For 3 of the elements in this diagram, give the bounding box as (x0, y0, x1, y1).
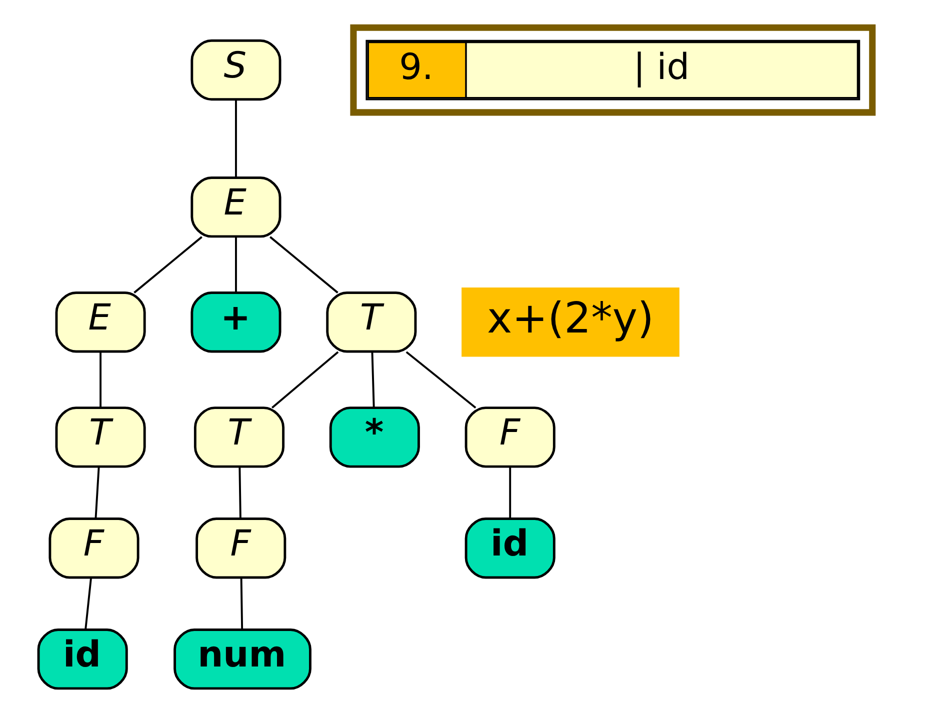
label: x+(2*y) (486, 294, 654, 344)
label: 9. (399, 47, 434, 88)
label: | id (633, 47, 690, 88)
